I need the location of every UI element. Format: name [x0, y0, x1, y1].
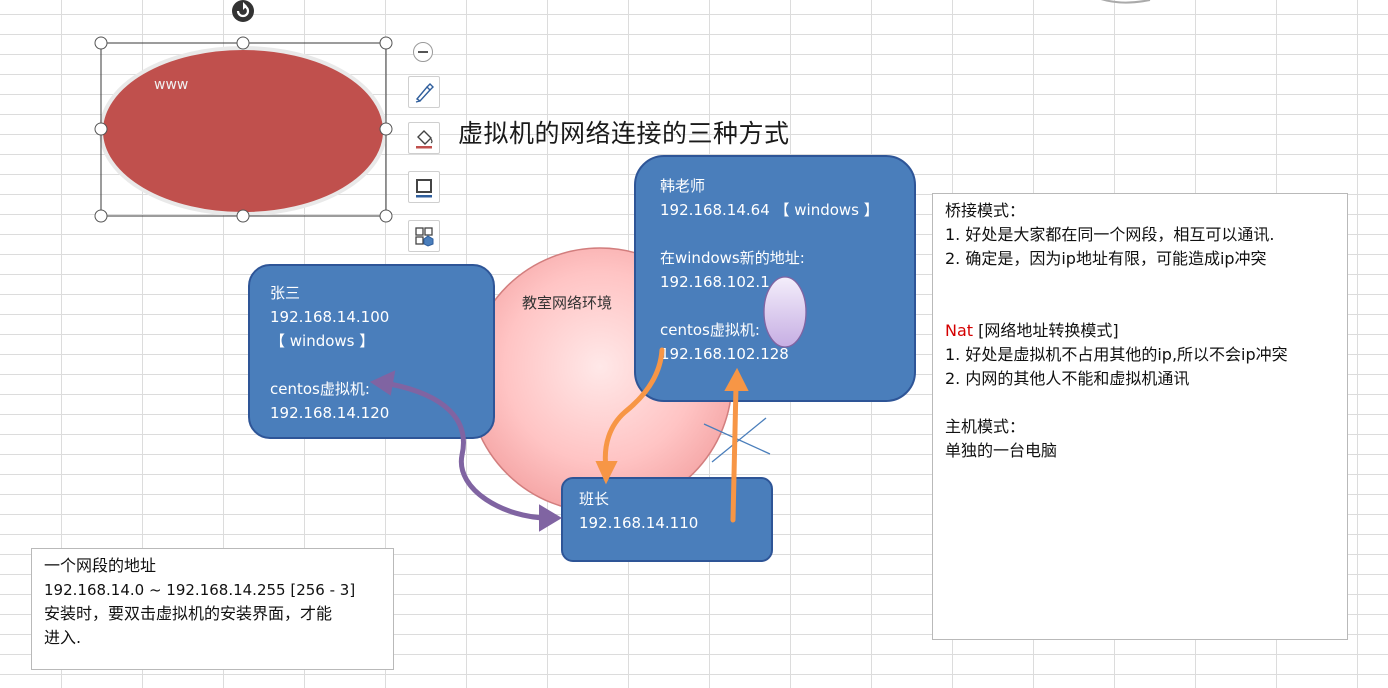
nat-mode-item: 1. 好处是虚拟机不占用其他的ip,所以不会ip冲突 [945, 345, 1288, 364]
spacer [945, 271, 1335, 295]
box-line: 192.168.102.1 [660, 273, 770, 291]
shape-outline-icon[interactable] [408, 171, 440, 203]
segment-note-line: 一个网段的地址 [44, 556, 157, 575]
ellipse-text: www [154, 77, 189, 93]
box-line: 192.168.102.128 [660, 345, 789, 363]
orange-down-arrow[interactable] [595, 347, 665, 485]
clipped-shape-edge [1101, 0, 1151, 4]
nat-mode-subtitle: [网络地址转换模式] [973, 321, 1119, 340]
classroom-network-label: 教室网络环境 [522, 294, 613, 312]
rotate-handle-icon[interactable] [232, 0, 254, 22]
spacer [945, 391, 1335, 415]
collapse-icon[interactable] [413, 42, 433, 62]
monitor-host-box[interactable]: 班长 192.168.14.110 [561, 477, 773, 562]
spacer [945, 295, 1335, 319]
box-line: 【 windows 】 [270, 332, 375, 350]
box-line: 192.168.14.100 [270, 308, 390, 326]
host-mode-item: 单独的一台电脑 [945, 441, 1058, 460]
page-title: 虚拟机的网络连接的三种方式 [458, 119, 790, 148]
selection-handles[interactable] [94, 36, 393, 223]
zhangsan-host-box[interactable]: 张三 192.168.14.100 【 windows 】 centos虚拟机:… [248, 264, 495, 439]
shape-effects-icon[interactable] [408, 220, 440, 252]
box-line [270, 353, 473, 377]
teacher-han-host-box[interactable]: 韩老师 192.168.14.64 【 windows 】 在windows新的… [634, 155, 916, 402]
lavender-ellipse-shape[interactable] [763, 276, 807, 348]
box-line: 在windows新的地址: [660, 249, 805, 267]
network-segment-note[interactable]: 一个网段的地址 192.168.14.0 ~ 192.168.14.255 [2… [31, 548, 394, 670]
selected-ellipse-shape[interactable] [99, 42, 387, 217]
box-line: 192.168.14.110 [579, 514, 699, 532]
box-line: 韩老师 [660, 177, 706, 195]
shape-style-icon[interactable] [408, 76, 440, 108]
shape-fill-icon[interactable] [408, 122, 440, 154]
box-line: centos虚拟机: [660, 321, 760, 339]
box-line: 192.168.14.120 [270, 404, 390, 422]
segment-note-line: 安装时，要双击虚拟机的安装界面，才能 [44, 604, 333, 623]
box-line [660, 222, 890, 246]
nat-mode-title: Nat [网络地址转换模式] [945, 319, 1335, 343]
box-line: centos虚拟机: [270, 380, 370, 398]
nat-mode-item: 2. 内网的其他人不能和虚拟机通讯 [945, 369, 1190, 388]
bridge-mode-title: 桥接模式： [945, 201, 1026, 220]
orange-up-arrow[interactable] [724, 367, 749, 523]
bridge-mode-item: 2. 确定是，因为ip地址有限，可能造成ip冲突 [945, 249, 1267, 268]
network-modes-note[interactable]: 桥接模式： 1. 好处是大家都在同一个网段，相互可以通讯. 2. 确定是，因为i… [932, 193, 1348, 640]
box-line: 192.168.14.64 【 windows 】 [660, 201, 879, 219]
bridge-mode-item: 1. 好处是大家都在同一个网段，相互可以通讯. [945, 225, 1275, 244]
host-mode-title: 主机模式： [945, 417, 1026, 436]
purple-bidirectional-arrow[interactable] [369, 370, 562, 532]
segment-note-line: 进入. [44, 628, 82, 647]
box-line: 张三 [270, 284, 301, 302]
box-line: 班长 [579, 490, 610, 508]
segment-note-line: 192.168.14.0 ~ 192.168.14.255 [256 - 3] [44, 581, 356, 599]
nat-keyword: Nat [945, 321, 974, 340]
